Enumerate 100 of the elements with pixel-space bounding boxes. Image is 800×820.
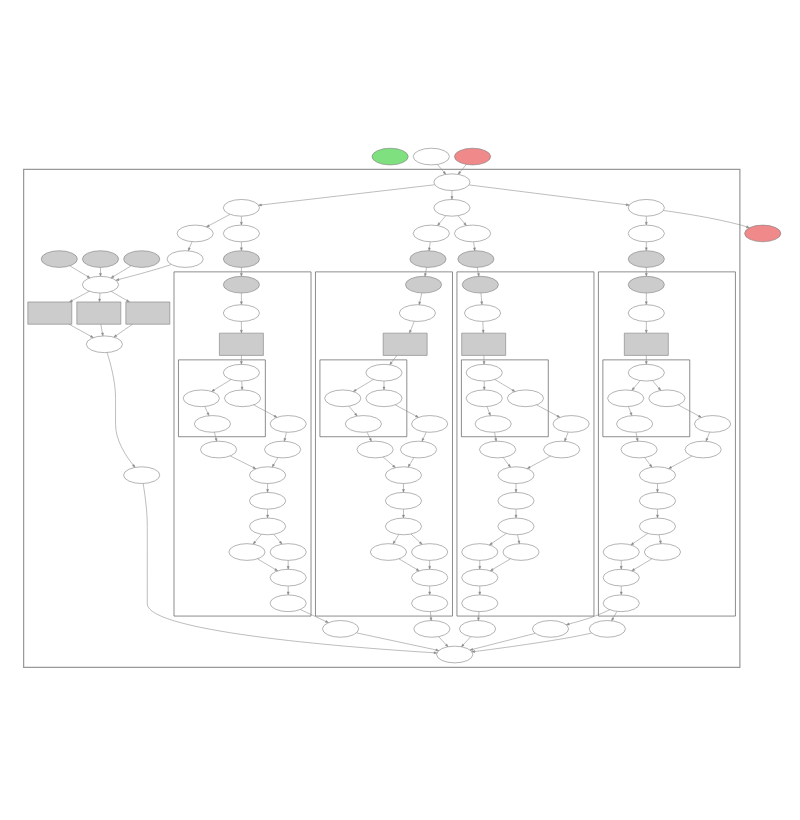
arrow [257,558,278,572]
node-ellipse [385,517,422,536]
arrow [438,636,449,647]
arrow [99,267,102,277]
node-ellipse [497,517,535,536]
node-ellipse [399,304,436,322]
arrow [240,321,243,334]
node-box [382,332,428,356]
node-ellipse [474,415,512,433]
arrow [480,292,483,305]
node-ellipse [602,594,640,612]
arrow [668,455,693,469]
node-ellipse [684,440,722,459]
arrow [635,432,639,442]
arrow [437,164,446,175]
arrow [490,558,511,572]
arrow [502,457,511,468]
arrow [477,611,480,621]
node-ellipse [409,250,447,268]
arrow [266,509,269,519]
arrow [514,509,518,519]
node-ellipse [82,250,119,268]
node-ellipse [40,250,78,268]
arrow [644,457,653,468]
arrow [677,404,702,418]
arrow [527,455,551,469]
arrow [68,323,94,338]
node-ellipse [502,543,540,561]
arrow [106,352,136,468]
node-ellipse [465,364,503,382]
arrow [240,355,243,365]
node-ellipse [249,492,286,510]
arrow [356,632,439,652]
arrow [286,560,290,570]
arrow [620,585,623,596]
arrow [348,406,358,417]
arrow [620,560,623,570]
node-ellipse [223,276,260,294]
arrow [424,267,427,277]
arrow [645,321,648,334]
arrow [402,483,405,493]
node-box [624,332,669,356]
arrow [645,292,648,305]
node-ellipse [413,620,451,638]
arrow [69,291,90,303]
node-ellipse [194,415,231,433]
arrow [461,636,472,647]
arrow [481,321,485,334]
arrow [366,431,372,442]
arrow [286,585,290,596]
arrow [110,291,130,303]
node-ellipse [457,250,495,268]
node-box [219,332,264,356]
arrow [469,633,536,651]
arrow [382,456,396,468]
arrow [564,431,569,442]
arrow [486,406,491,416]
arrow [630,533,649,546]
arrow [645,267,648,277]
arrow [473,241,476,251]
arrow [402,509,405,519]
node-ellipse [465,389,503,407]
arrow [656,483,659,493]
arrow [188,241,193,251]
arrow [353,379,374,392]
arrow [273,534,283,545]
node-ellipse [627,304,665,322]
arrow [705,431,710,442]
node-ellipse [412,147,450,166]
arrow [100,324,104,337]
arrow [494,432,497,442]
node-ellipse [411,594,449,612]
arrow [536,404,561,418]
node-ellipse [461,594,499,612]
arrow [478,560,482,570]
node-ellipse [123,250,161,268]
arrow [98,292,101,303]
node-ellipse [461,276,499,294]
arrow [631,380,641,391]
node-ellipse [454,147,491,166]
node-ellipse [223,364,260,382]
node-ellipse [249,517,286,536]
arrow [115,264,172,281]
arrow [457,215,467,226]
arrow [611,611,618,621]
node-ellipse [269,594,307,612]
node-ellipse [543,440,581,459]
node-ellipse [223,250,260,268]
node-ellipse [345,415,382,433]
arrow [437,215,446,226]
arrow [389,355,398,365]
node-ellipse [627,224,665,243]
arrow [645,241,648,251]
node-ellipse [459,620,496,638]
node-ellipse [405,276,442,294]
arrow [142,483,438,654]
arrow [206,214,231,228]
node-ellipse [433,199,471,217]
arrow [410,533,423,545]
arrow [428,241,431,251]
